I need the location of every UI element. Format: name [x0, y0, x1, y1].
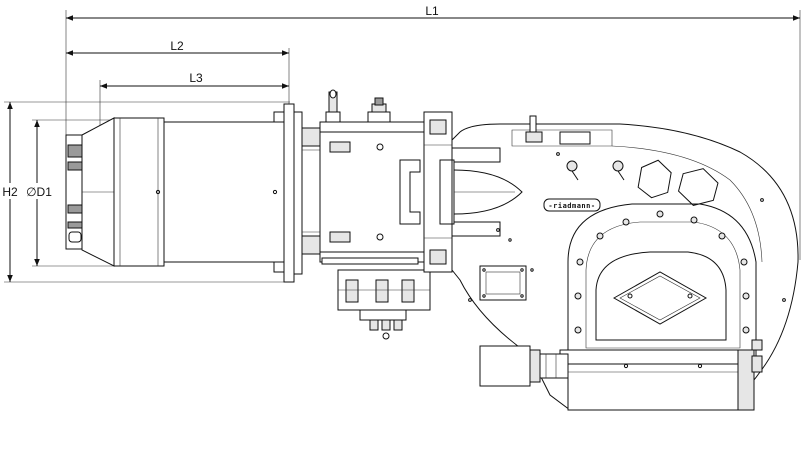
- door-bolts: [574, 210, 750, 334]
- blast-tube: [155, 111, 287, 273]
- slide-rail-assembly: [319, 121, 431, 265]
- central-clamp: [423, 111, 523, 273]
- dimension-label-h2: H2: [2, 185, 18, 199]
- mounting-flange: [283, 103, 321, 283]
- bottom-fittings: [337, 269, 431, 340]
- fan-inspection-door: [567, 203, 757, 363]
- brand-nameplate: -riadmann-: [543, 198, 601, 212]
- dimension-label-l2: L2: [170, 39, 184, 53]
- dimension-l1: L1: [65, 4, 801, 260]
- brand-label: -riadmann-: [548, 202, 595, 210]
- housing-screws: [468, 152, 786, 302]
- motor-box: [559, 339, 763, 411]
- indicator-windows: [637, 159, 719, 206]
- combustion-head: [65, 117, 165, 267]
- dimension-label-l3: L3: [189, 71, 203, 85]
- info-plate: [479, 265, 527, 301]
- dimension-l3: L3: [99, 71, 289, 125]
- actuator: [479, 345, 569, 387]
- dimension-label-l1: L1: [425, 4, 439, 18]
- dimension-h2: H2: [1, 101, 290, 283]
- top-fittings: [325, 89, 391, 123]
- adjustment-knobs: [566, 160, 625, 181]
- dimension-label-d1: ∅D1: [26, 185, 52, 199]
- dimension-d1: ∅D1: [24, 119, 120, 267]
- dimension-l2: L2: [66, 39, 290, 105]
